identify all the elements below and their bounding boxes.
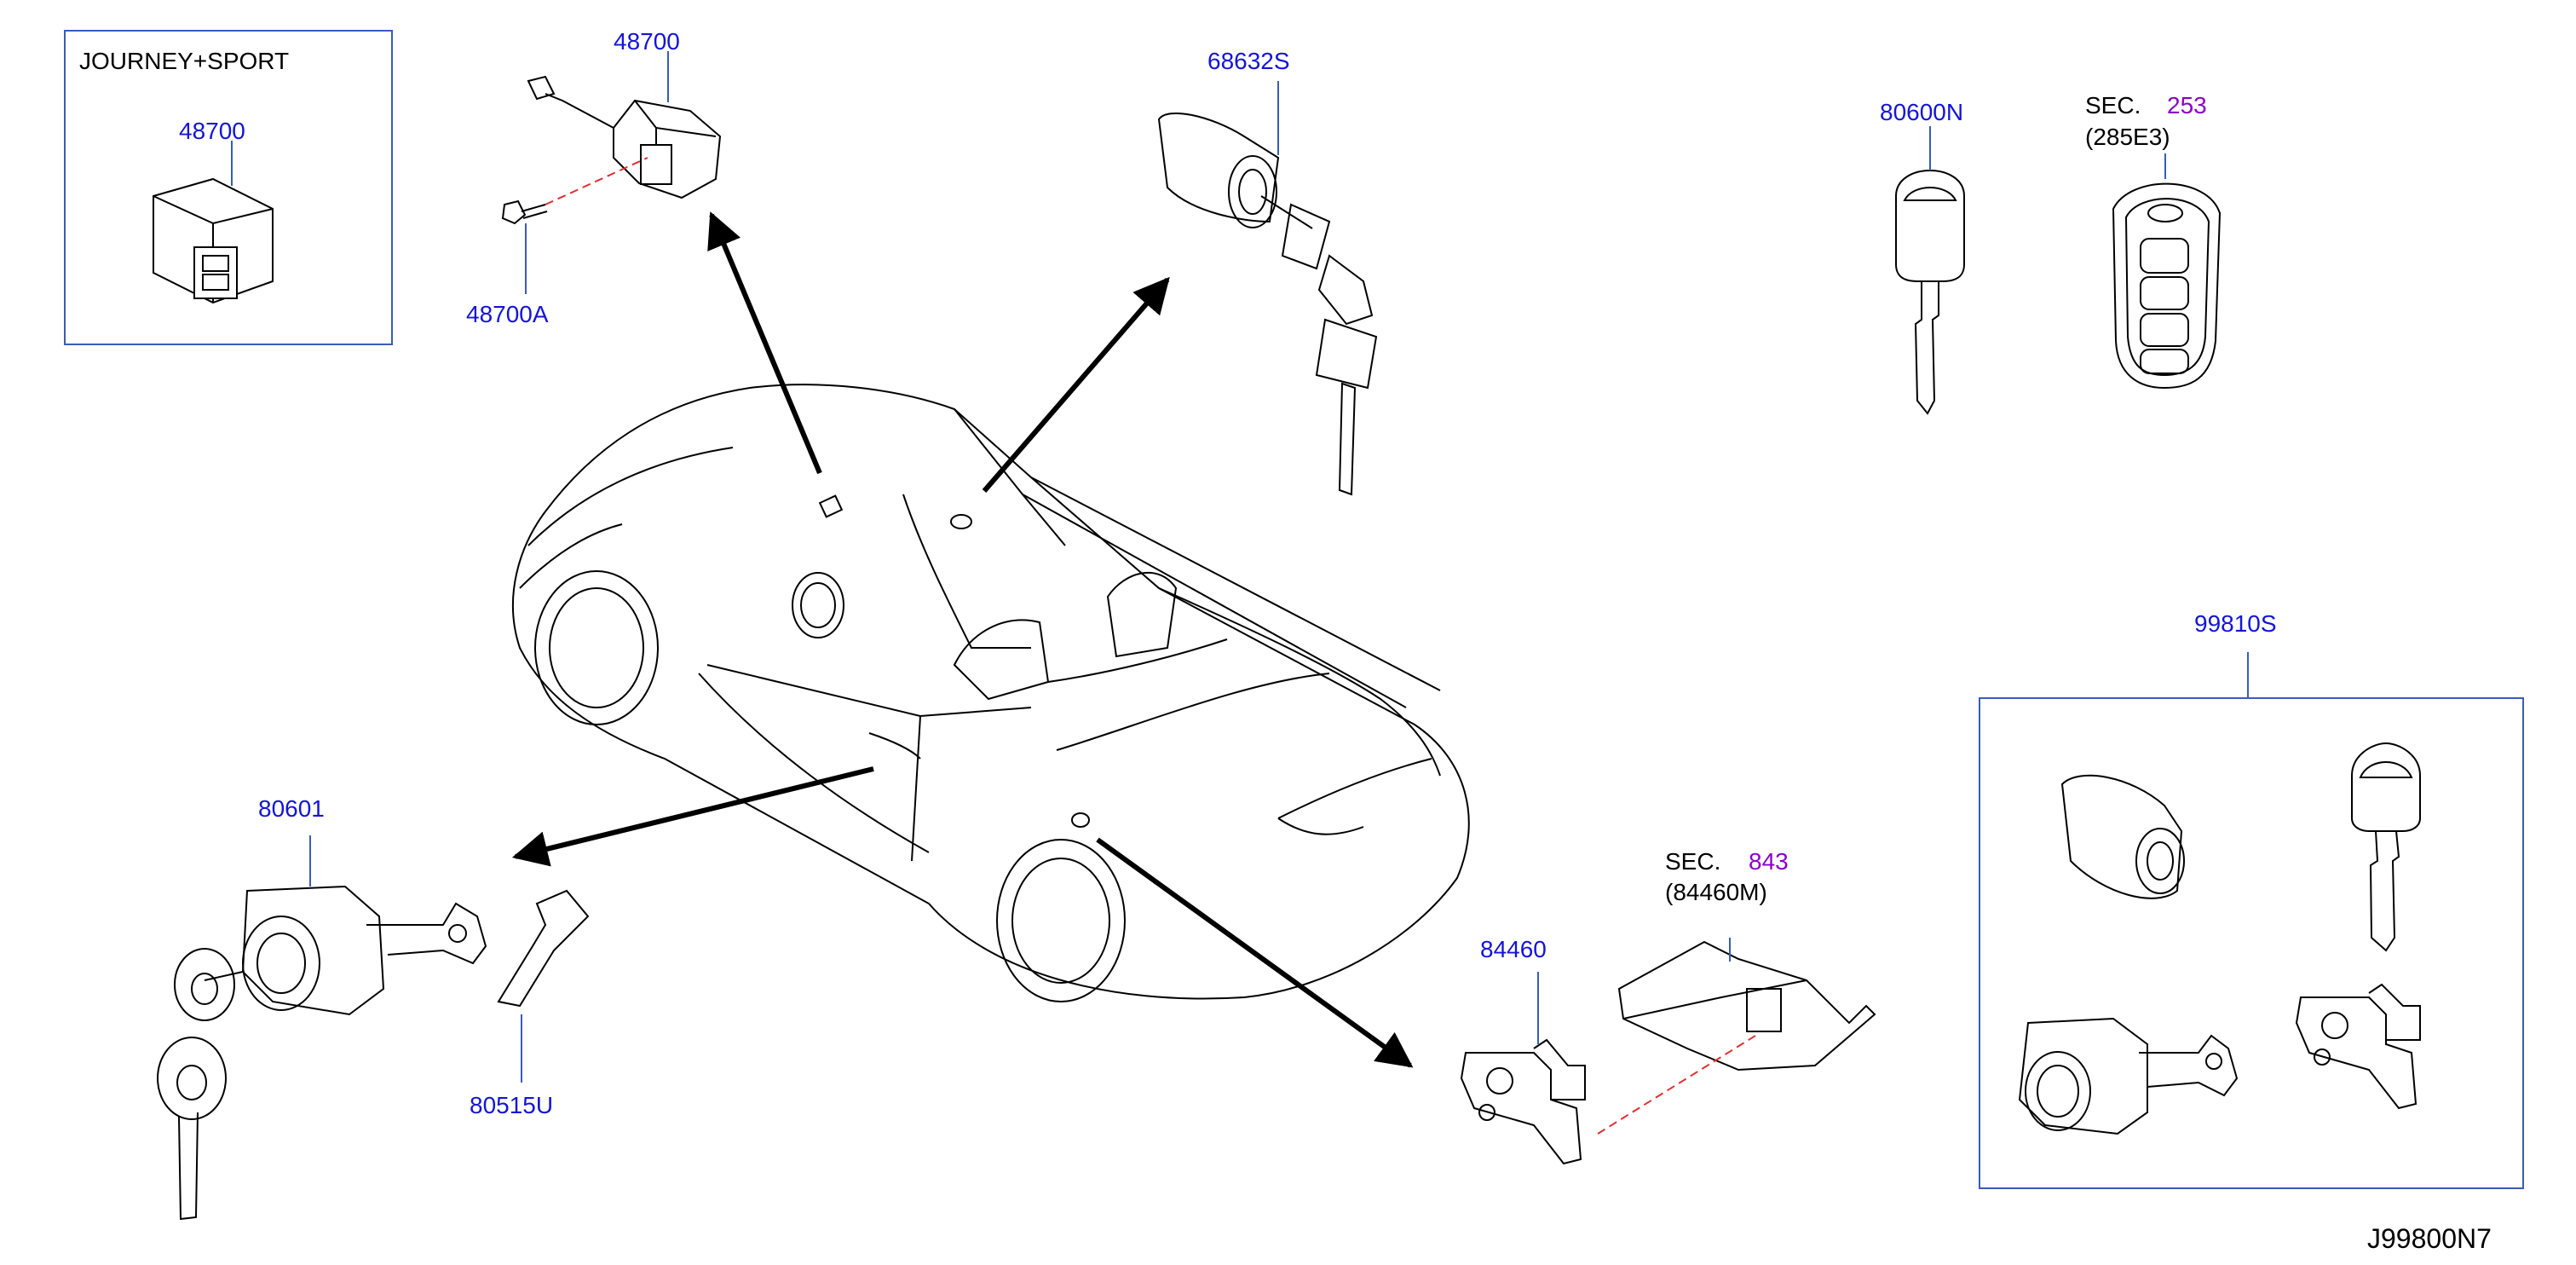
part-label-68632s[interactable]: 68632S bbox=[1207, 48, 1290, 74]
smart-key-fob-drawing bbox=[2112, 153, 2222, 390]
module-48700-inset-drawing bbox=[153, 141, 274, 304]
door-lock-80601-drawing bbox=[157, 835, 590, 1221]
diagram-code: J99800N7 bbox=[2367, 1223, 2492, 1254]
part-label-48700a[interactable]: 48700A bbox=[466, 301, 549, 327]
part-label-99810s[interactable]: 99810S bbox=[2194, 610, 2277, 637]
key-set-99810s-box bbox=[1979, 697, 2524, 1189]
inset-title: JOURNEY+SPORT bbox=[79, 48, 290, 74]
sec-253-link[interactable]: 253 bbox=[2167, 92, 2207, 118]
sec-253-sub: (285E3) bbox=[2085, 124, 2170, 150]
sec-843-link[interactable]: 843 bbox=[1749, 848, 1789, 875]
sec-253-prefix: SEC. bbox=[2085, 92, 2141, 118]
module-48700-drawing bbox=[501, 51, 722, 294]
sec-843-sub: (84460M) bbox=[1665, 879, 1767, 905]
ignition-cylinder-68632s-drawing bbox=[1157, 81, 1378, 496]
pointer-arrows bbox=[511, 211, 1414, 1068]
part-label-84460[interactable]: 84460 bbox=[1480, 936, 1547, 962]
car-illustration bbox=[511, 384, 1470, 1002]
journey-sport-inset-box bbox=[64, 30, 393, 345]
part-label-80600n[interactable]: 80600N bbox=[1880, 99, 1964, 125]
key-set-99810s-drawing bbox=[2018, 652, 2421, 1135]
part-label-80515u[interactable]: 80515U bbox=[470, 1092, 554, 1118]
part-label-80601[interactable]: 80601 bbox=[258, 795, 325, 822]
sec-843-prefix: SEC. bbox=[1665, 848, 1721, 875]
key-80600n-drawing bbox=[1895, 126, 1965, 415]
part-label-48700[interactable]: 48700 bbox=[614, 28, 680, 55]
trunk-latch-84460-drawing bbox=[1460, 938, 1876, 1165]
part-label-48700-inset[interactable]: 48700 bbox=[179, 118, 245, 144]
